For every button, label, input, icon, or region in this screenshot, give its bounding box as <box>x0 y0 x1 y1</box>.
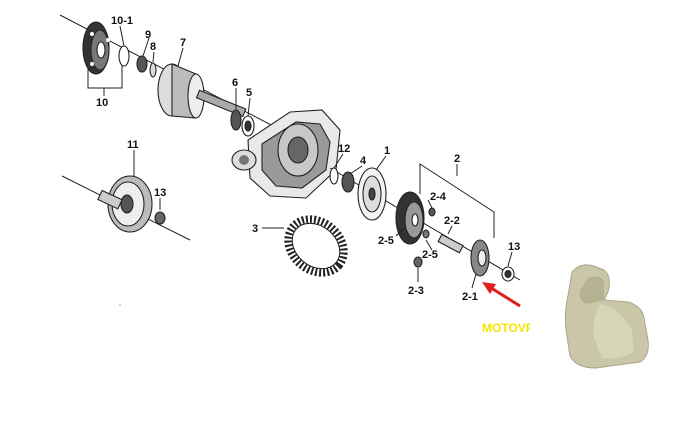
callout-lines-left <box>87 25 251 117</box>
part-2-1-ramp-plate <box>470 239 490 277</box>
callout-lines-center <box>333 153 513 289</box>
clutch-assembly <box>59 14 301 141</box>
callout-13-right: 13 <box>508 241 520 253</box>
callout-2-2: 2-2 <box>444 215 460 227</box>
part-1-fan-plate <box>357 167 387 221</box>
part-8-washer <box>149 62 157 78</box>
callout-6: 6 <box>232 77 238 89</box>
callout-2-5-left: 2-5 <box>378 235 394 247</box>
part-6-bearing <box>230 109 242 131</box>
callout-labels: 10-1 9 8 7 10 6 5 11 13 12 4 1 2 2-4 2-2… <box>96 15 520 303</box>
callout-2-4: 2-4 <box>430 191 447 203</box>
callout-8: 8 <box>150 41 156 53</box>
part-13-nut-left <box>154 211 166 225</box>
part-10-clutch-plate <box>82 21 110 75</box>
callout-11: 11 <box>127 139 139 151</box>
callout-10: 10 <box>96 97 108 109</box>
part-2-variator <box>395 191 425 245</box>
part-2-2-bushing <box>437 233 464 254</box>
red-arrow <box>482 282 521 308</box>
part-2-5-slider <box>422 229 430 239</box>
callout-3: 3 <box>252 223 258 235</box>
callout-9: 9 <box>145 29 151 41</box>
callout-2-1: 2-1 <box>462 291 478 303</box>
part-7-clutch-bell <box>157 63 247 119</box>
part-2-3-weight <box>413 256 423 268</box>
callout-1: 1 <box>384 145 390 157</box>
part-11-pulley <box>61 150 191 241</box>
callout-4: 4 <box>360 155 367 167</box>
callout-2-3: 2-3 <box>408 285 424 297</box>
part-13-nut-right <box>501 266 515 282</box>
callout-5: 5 <box>246 87 252 99</box>
callout-7: 7 <box>180 37 186 49</box>
callout-13-left: 13 <box>154 187 166 199</box>
part-9-nut <box>136 55 148 73</box>
part-12-washer <box>329 167 339 185</box>
part-photo-slider <box>530 248 695 428</box>
crankcase <box>231 109 341 199</box>
part-4-bearing <box>341 171 355 193</box>
part-10-1-washer <box>118 45 130 67</box>
callout-12: 12 <box>338 143 350 155</box>
part-3-drive-belt <box>262 215 348 277</box>
callout-2-5-right: 2-5 <box>422 249 438 261</box>
part-2-4-roller <box>428 207 436 217</box>
callout-2: 2 <box>454 153 460 165</box>
callout-10-1: 10-1 <box>111 15 133 27</box>
